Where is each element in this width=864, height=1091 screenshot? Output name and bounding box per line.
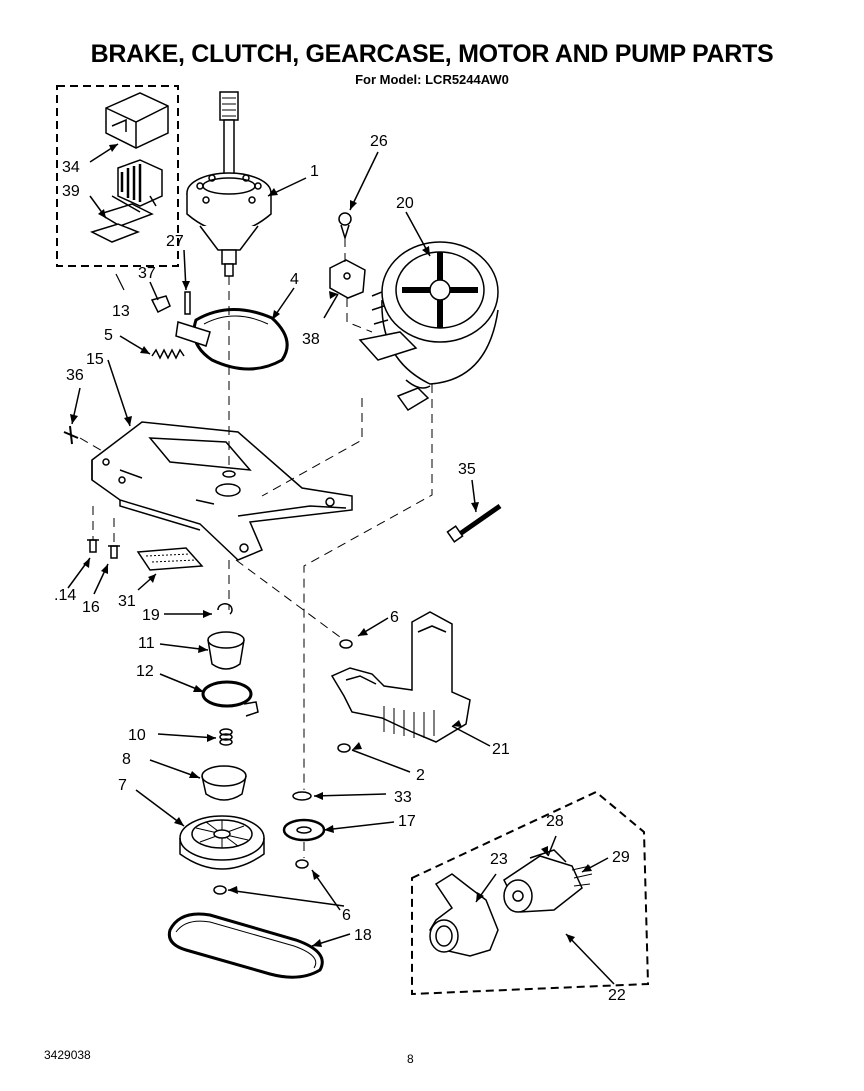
callout-31: 31 bbox=[118, 593, 136, 610]
leader-arrowheads bbox=[70, 144, 592, 947]
callout-19: 19 bbox=[142, 607, 160, 624]
callout-22: 22 bbox=[608, 987, 626, 1004]
group-box-13 bbox=[56, 85, 179, 267]
callout-13: 13 bbox=[112, 303, 130, 320]
part-10-spring bbox=[219, 728, 233, 746]
callout-8: 8 bbox=[122, 751, 131, 768]
callout-4: 4 bbox=[290, 271, 299, 288]
part-11-bearing bbox=[207, 631, 245, 670]
callout-12: 12 bbox=[136, 663, 154, 680]
callout-6-lower: 6 bbox=[342, 907, 351, 924]
part-38-mount bbox=[329, 259, 366, 299]
part-34-cover bbox=[105, 92, 169, 149]
callout-36: 36 bbox=[66, 367, 84, 384]
part-6-nut-upper bbox=[339, 639, 353, 649]
callout-11: 11 bbox=[138, 635, 155, 652]
part-15-base-plate bbox=[91, 421, 353, 561]
part-33-washer bbox=[292, 791, 312, 801]
part-2-nut bbox=[337, 743, 351, 753]
callout-5: 5 bbox=[104, 327, 113, 344]
part-12-ring bbox=[201, 680, 259, 717]
callout-26: 26 bbox=[370, 133, 388, 150]
part-7-pulley bbox=[179, 815, 265, 870]
callout-33: 33 bbox=[394, 789, 412, 806]
callout-2: 2 bbox=[416, 767, 425, 784]
document-number: 3429038 bbox=[44, 1048, 91, 1062]
model-subtitle: For Model: LCR5244AW0 bbox=[355, 72, 509, 87]
page-number: 8 bbox=[407, 1052, 414, 1066]
part-37-clip bbox=[150, 295, 171, 314]
callout-6-upper: 6 bbox=[390, 609, 399, 626]
part-18-belt bbox=[167, 912, 324, 979]
callout-38: 38 bbox=[302, 331, 320, 348]
callout-28: 28 bbox=[546, 813, 564, 830]
part-16-screw bbox=[108, 545, 120, 559]
callout-15: 15 bbox=[86, 351, 104, 368]
part-6-nut-right bbox=[295, 859, 309, 869]
callout-27: 27 bbox=[166, 233, 184, 250]
group-box-22 bbox=[411, 790, 650, 996]
callout-37: 37 bbox=[138, 265, 156, 282]
part-27-pin bbox=[184, 291, 191, 315]
part-28-pump-motor bbox=[503, 849, 593, 913]
part-35-tie bbox=[446, 503, 502, 543]
callout-20: 20 bbox=[396, 195, 414, 212]
part-39-switch bbox=[89, 159, 163, 243]
part-21-cover bbox=[330, 611, 471, 743]
part-36-screw bbox=[63, 425, 79, 445]
callout-39: 39 bbox=[62, 183, 80, 200]
callout-17: 17 bbox=[398, 813, 416, 830]
callout-18: 18 bbox=[354, 927, 372, 944]
connection-lines bbox=[79, 238, 433, 858]
callout-21: 21 bbox=[492, 741, 510, 758]
callout-29: 29 bbox=[612, 849, 630, 866]
callout-16: 16 bbox=[82, 599, 100, 616]
part-23-pump-housing bbox=[429, 873, 499, 957]
part-6-nut-lower bbox=[213, 885, 227, 895]
callout-labels: 1 26 20 34 39 27 37 4 38 13 5 15 36 35 .… bbox=[54, 133, 630, 1004]
part-1-gearcase bbox=[186, 91, 272, 277]
part-5-spring bbox=[151, 348, 185, 360]
part-19-clip bbox=[217, 603, 233, 615]
part-26-screw bbox=[338, 212, 352, 241]
part-4-brake-band bbox=[175, 308, 289, 371]
part-8-hub bbox=[201, 765, 247, 801]
part-31-pad bbox=[136, 547, 204, 571]
callout-35: 35 bbox=[458, 461, 476, 478]
callout-10: 10 bbox=[128, 727, 146, 744]
part-20-motor bbox=[358, 241, 499, 411]
callout-14: .14 bbox=[54, 587, 76, 604]
callout-7: 7 bbox=[118, 777, 127, 794]
page-title: BRAKE, CLUTCH, GEARCASE, MOTOR AND PUMP … bbox=[90, 40, 774, 68]
callout-34: 34 bbox=[62, 159, 80, 176]
part-14-screw bbox=[87, 539, 99, 553]
part-17-seal bbox=[282, 818, 326, 842]
callout-1: 1 bbox=[310, 163, 319, 180]
callout-23: 23 bbox=[490, 851, 508, 868]
